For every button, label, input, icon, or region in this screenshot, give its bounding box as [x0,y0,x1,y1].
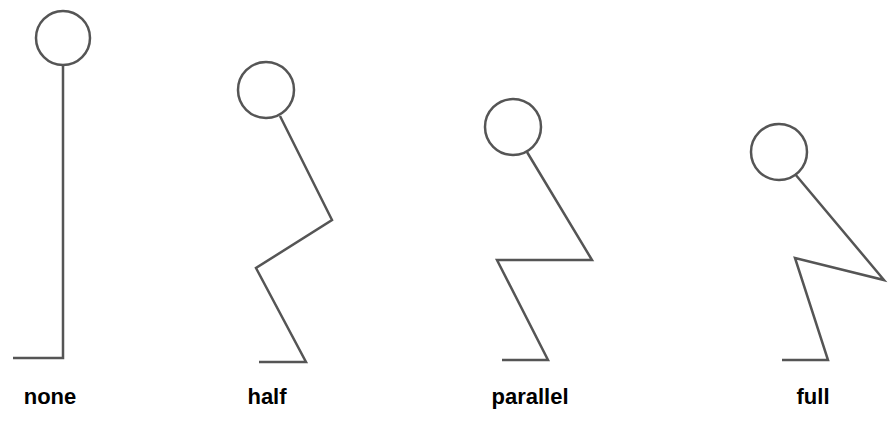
half-squat-figure [238,62,332,362]
depth-label: parallel [491,384,568,410]
standing-figure [13,11,90,358]
figure-head [36,11,90,65]
figure-body [256,116,332,362]
full-squat-figure [751,124,884,360]
figure-head [485,99,541,155]
depth-label: full [797,384,830,410]
depth-label: none [24,384,77,410]
figure-body [497,152,592,360]
depth-label: half [247,384,286,410]
figure-head [751,124,807,180]
parallel-squat-figure [485,99,592,360]
figure-body [782,174,884,360]
figure-body [13,65,63,358]
figure-head [238,62,294,118]
